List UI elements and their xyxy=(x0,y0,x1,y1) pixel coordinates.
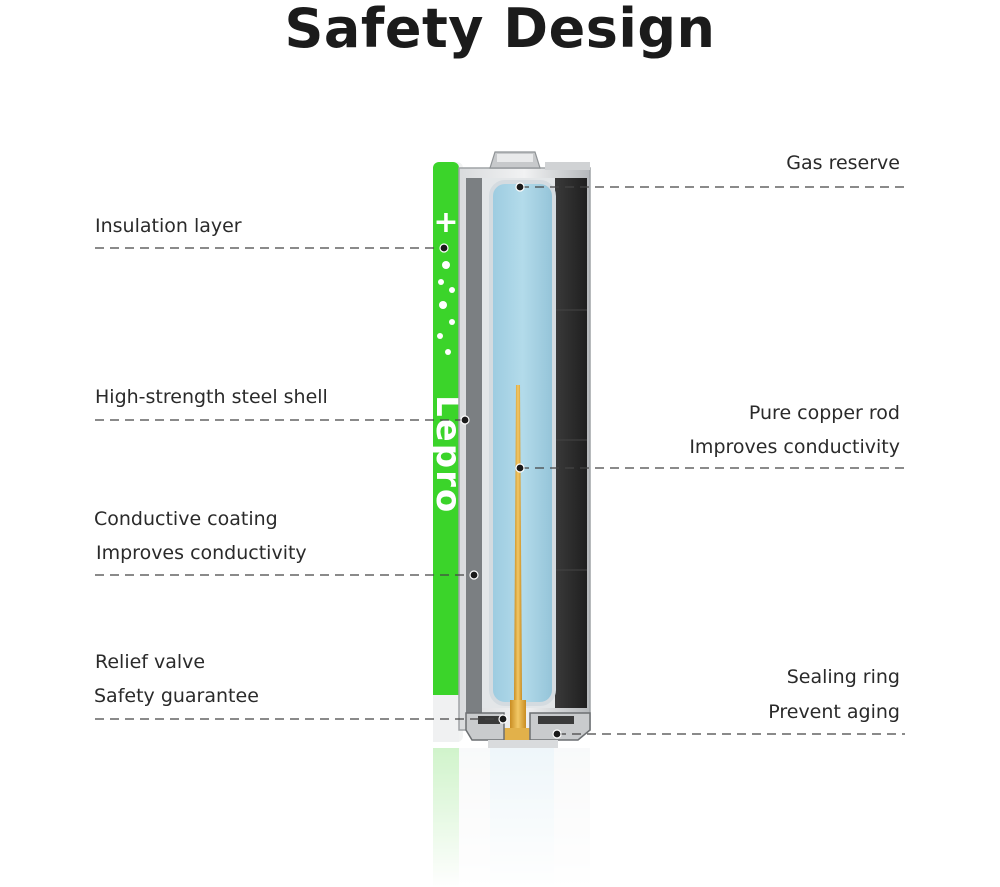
page-title: Safety Design xyxy=(284,0,716,60)
label-copper-rod: Pure copper rod xyxy=(748,402,900,424)
label-gas-reserve: Gas reserve xyxy=(786,152,900,174)
label-sealing-ring-desc: Prevent aging xyxy=(768,701,900,723)
plus-sign-icon: + xyxy=(433,205,458,240)
label-conductive-coating: Conductive coating xyxy=(94,508,278,530)
battery-top-cap xyxy=(489,151,590,170)
bottom-seal-assembly xyxy=(465,712,591,748)
label-insulation-layer: Insulation layer xyxy=(95,215,242,237)
electrolyte-chamber xyxy=(489,180,556,706)
callout-lines xyxy=(95,186,905,735)
battery-reflection xyxy=(433,748,590,887)
cathode-layer xyxy=(555,178,587,708)
conductive-coating-layer xyxy=(466,178,482,713)
label-conductive-coating-desc: Improves conductivity xyxy=(96,542,307,564)
label-sealing-ring: Sealing ring xyxy=(786,666,900,688)
label-steel-shell: High-strength steel shell xyxy=(95,386,328,408)
callout-markers xyxy=(439,182,562,739)
label-copper-rod-desc: Improves conductivity xyxy=(689,436,900,458)
label-relief-valve: Relief valve xyxy=(95,651,206,673)
label-relief-valve-desc: Safety guarantee xyxy=(94,685,259,707)
